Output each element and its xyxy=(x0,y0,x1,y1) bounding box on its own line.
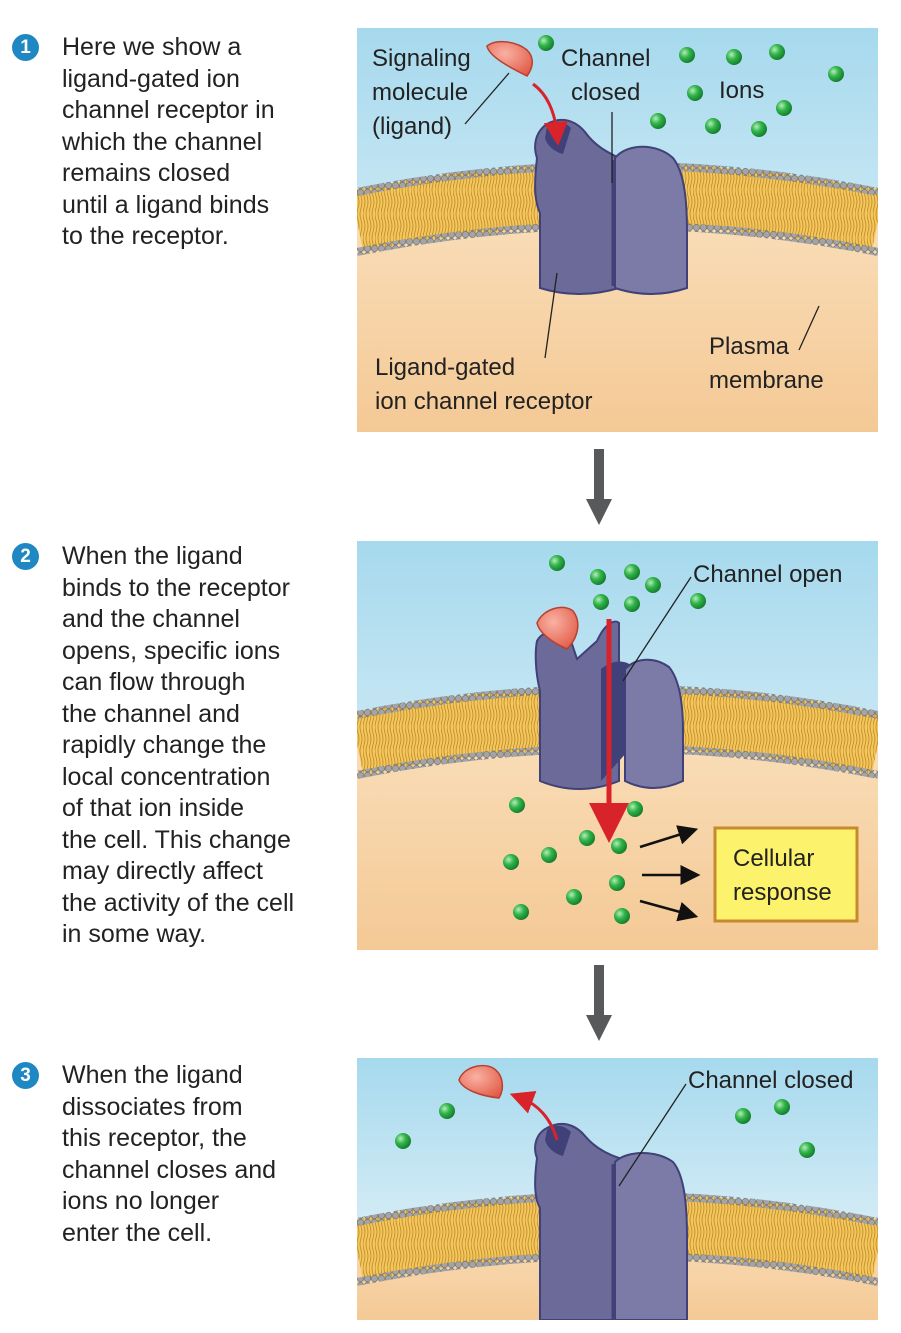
response-label-1: Cellular xyxy=(733,845,814,872)
channel-open-pointer xyxy=(622,576,692,682)
release-arrow xyxy=(509,1090,559,1141)
channel-closed-pointer xyxy=(618,1083,687,1187)
signaling-label-3: (ligand) xyxy=(372,113,452,140)
panel-channel-reclosed: Channel closed xyxy=(357,1058,878,1320)
receptor-label-2: ion channel receptor xyxy=(375,388,592,415)
panel-3-illustration: Channel closed xyxy=(357,1058,878,1320)
signaling-label-1: Signaling xyxy=(372,45,471,72)
ions-outside xyxy=(549,555,706,612)
panel-1-illustration: Signaling molecule (ligand) Channel clos… xyxy=(357,28,878,432)
step-arrow-1-to-2 xyxy=(586,449,612,525)
ions-inside xyxy=(503,797,643,924)
cellular-response-box xyxy=(713,826,859,923)
step-3: 3 When the ligand dissociates from this … xyxy=(12,1060,342,1249)
receptor-pointer xyxy=(544,272,558,359)
released-ligand xyxy=(458,1064,504,1099)
plasma-label-2: membrane xyxy=(709,367,824,394)
ions-group xyxy=(538,35,844,137)
binding-arrow xyxy=(532,82,568,146)
ligand xyxy=(486,40,533,77)
step-number-badge: 2 xyxy=(12,543,39,570)
panel-2-illustration: Cellular response Channel open xyxy=(357,541,878,950)
panel-channel-closed: Signaling molecule (ligand) Channel clos… xyxy=(357,28,878,432)
step-description: When the ligand binds to the receptor an… xyxy=(62,542,295,948)
plasma-label-1: Plasma xyxy=(709,333,790,360)
channel-open-label: Channel open xyxy=(693,561,842,588)
cytoplasm xyxy=(357,183,878,432)
step-description: Here we show a ligand-gated ion channel … xyxy=(62,33,275,250)
signaling-label-2: molecule xyxy=(372,79,468,106)
step-number-badge: 3 xyxy=(12,1062,39,1089)
step-arrow-2-to-3 xyxy=(586,965,612,1041)
ligand-gated-receptor xyxy=(534,118,688,295)
channel-closed-label-2: closed xyxy=(571,79,640,106)
step-number-badge: 1 xyxy=(12,34,39,61)
response-label-2: response xyxy=(733,879,832,906)
response-arrows xyxy=(639,825,701,922)
channel-closed-label-1: Channel xyxy=(561,45,650,72)
membrane-pointer xyxy=(798,305,820,351)
bound-ligand xyxy=(536,606,579,650)
step-description: When the ligand dissociates from this re… xyxy=(62,1061,277,1247)
ions-label: Ions xyxy=(719,77,764,104)
ligand-pointer xyxy=(464,72,510,125)
step-2: 2 When the ligand binds to the receptor … xyxy=(12,541,342,951)
receptor-label-1: Ligand-gated xyxy=(375,354,515,381)
ions-group xyxy=(395,1099,815,1158)
panel-channel-open: Cellular response Channel open xyxy=(357,541,878,950)
channel-closed-label: Channel closed xyxy=(688,1067,853,1094)
ligand-gated-receptor-closed xyxy=(534,1122,688,1320)
step-1: 1 Here we show a ligand-gated ion channe… xyxy=(12,32,342,253)
